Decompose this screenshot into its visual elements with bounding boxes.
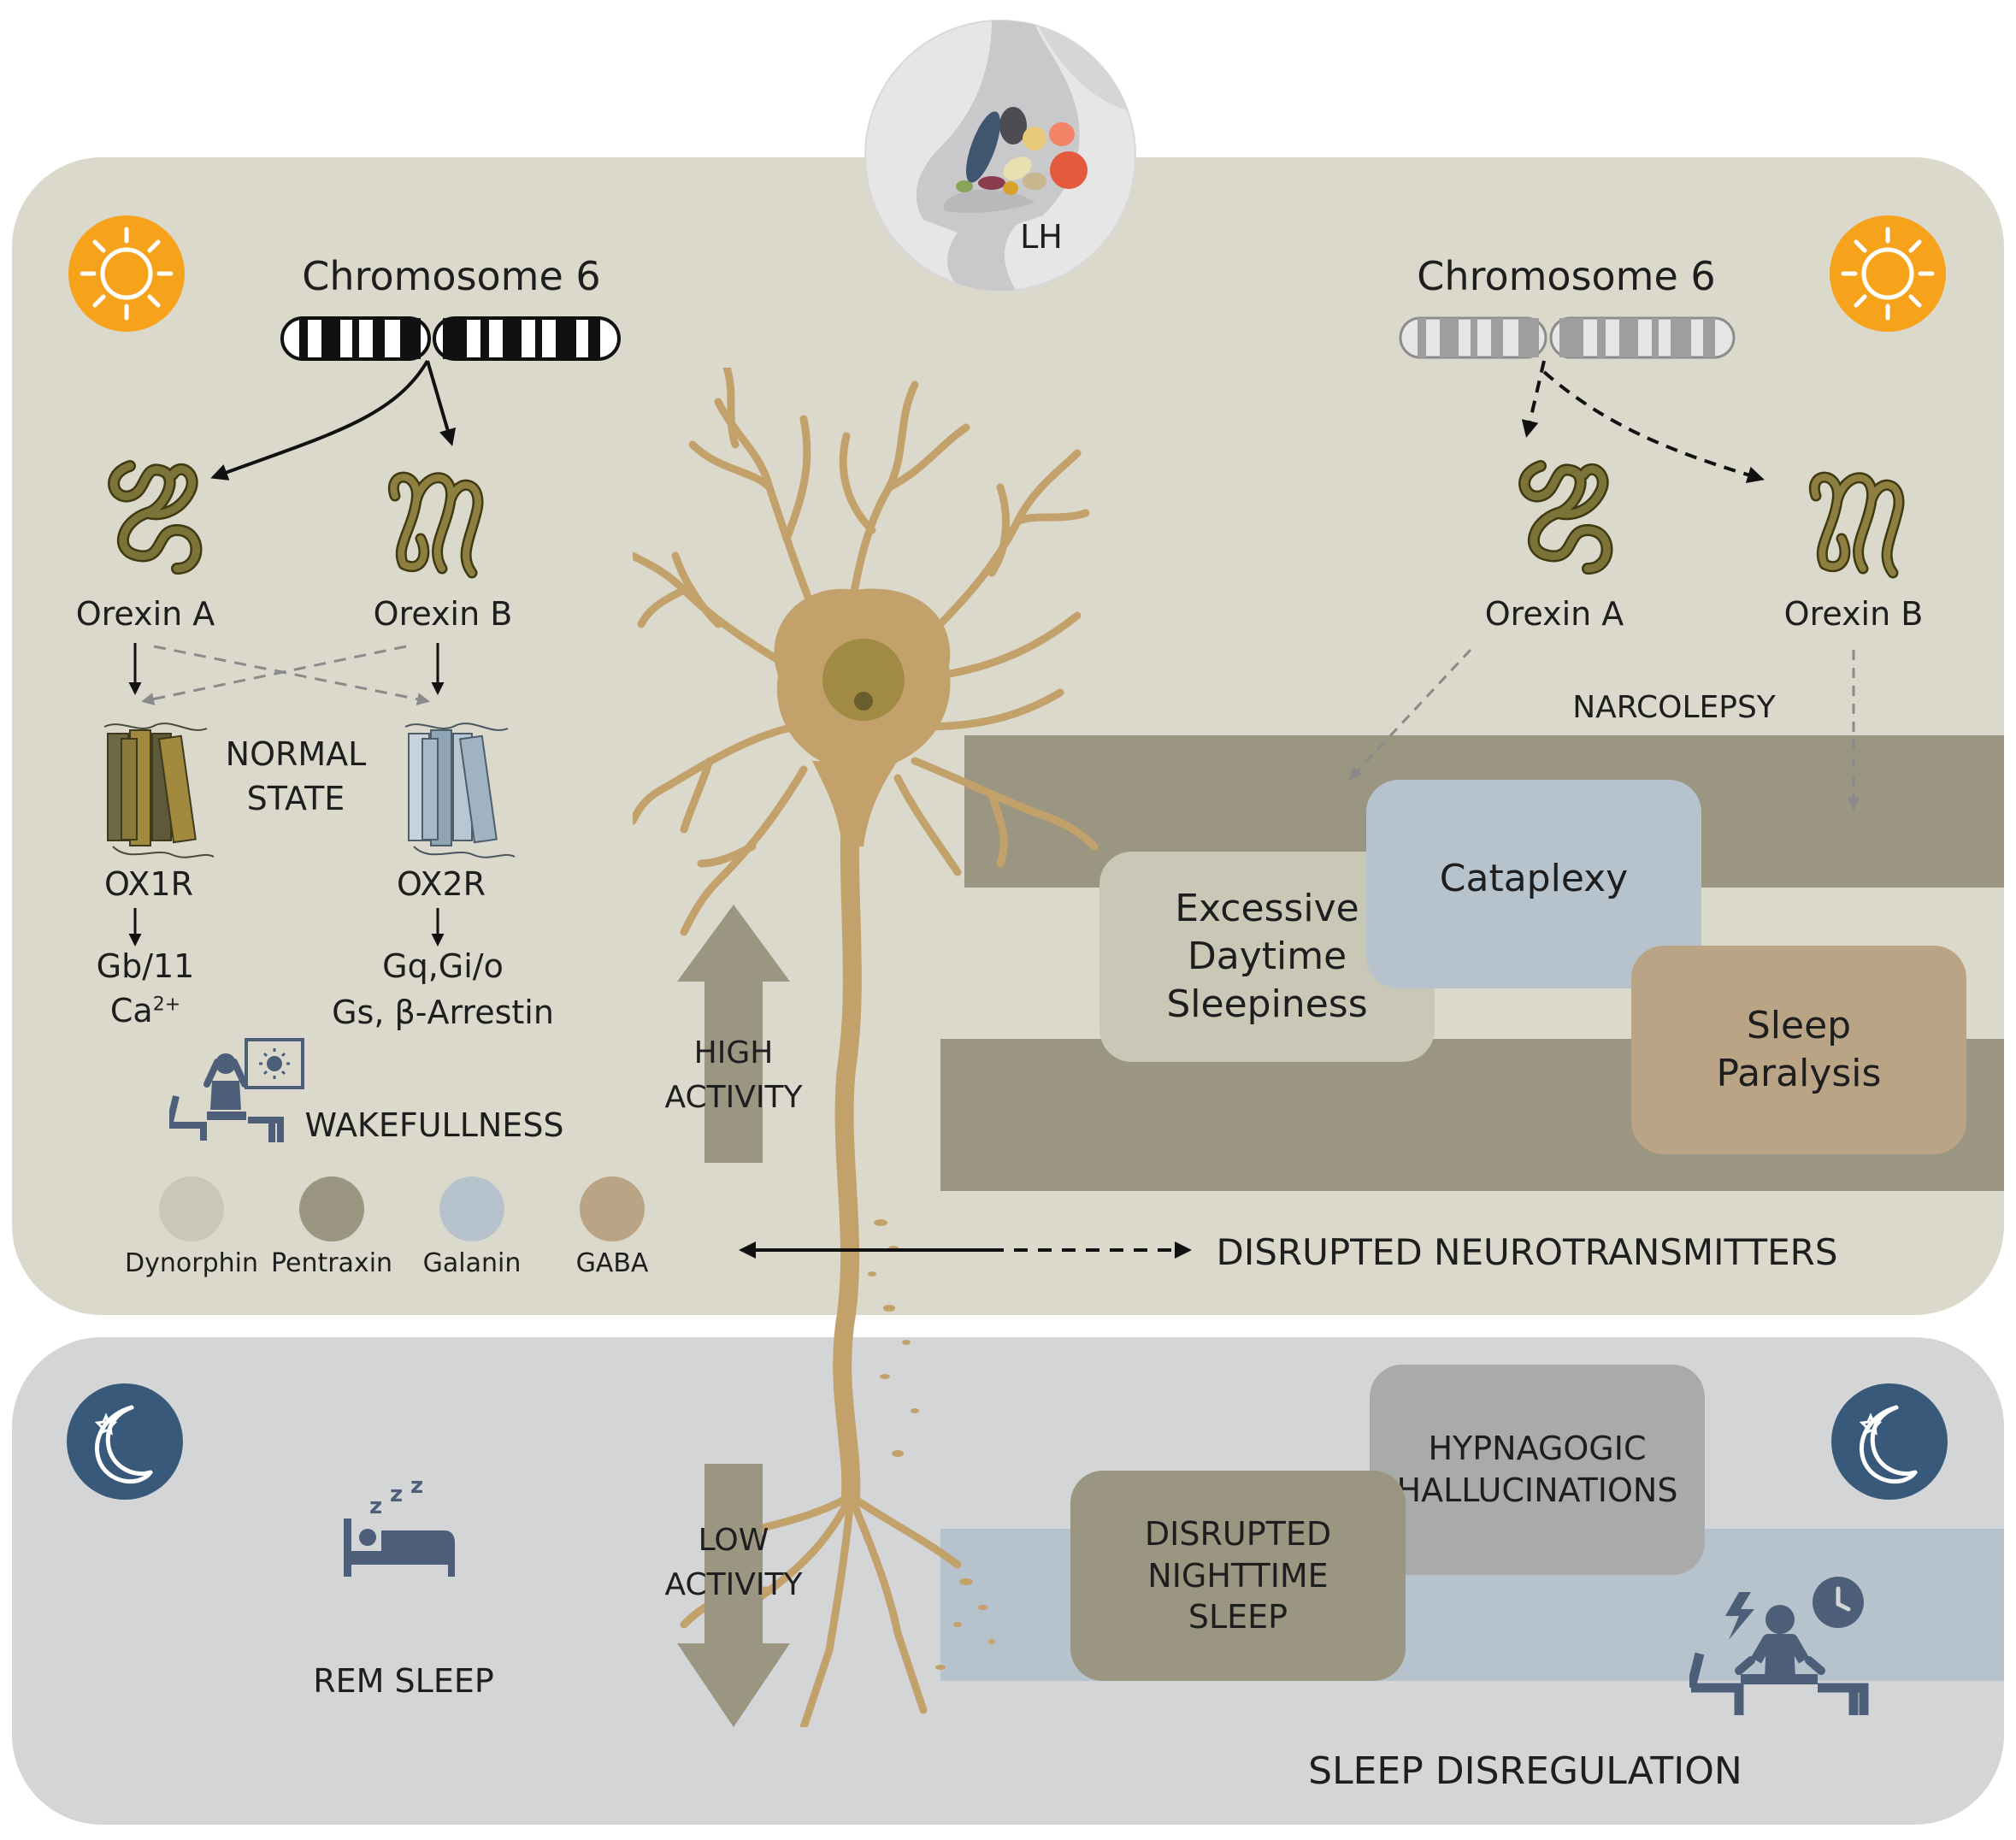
dns-line1: DISRUPTED xyxy=(1144,1515,1332,1554)
svg-text:z: z xyxy=(390,1482,403,1507)
moon-icon xyxy=(1830,1382,1949,1501)
ox2r-label: OX2R xyxy=(396,865,486,903)
tired-person-with-clock-icon xyxy=(1686,1575,1869,1720)
orexin-a-protein-icon xyxy=(1506,449,1626,577)
legend-label-dynorphin: Dynorphin xyxy=(125,1248,258,1278)
rem-sleep-label: REM SLEEP xyxy=(313,1662,494,1700)
orexin-b-protein-icon xyxy=(378,462,489,581)
legend-swatch-dynorphin xyxy=(159,1177,224,1241)
wakefulness-label: WAKEFULLNESS xyxy=(304,1106,564,1144)
high-activity-line1: HIGH xyxy=(693,1035,774,1070)
high-activity-line2: ACTIVITY xyxy=(664,1080,803,1115)
normal-state-label-line1: NORMAL xyxy=(225,735,367,773)
ox1r-signaling-line1: Gb/11 xyxy=(96,947,195,985)
eds-line3: Sleepiness xyxy=(1166,982,1368,1027)
legend-swatch-gaba xyxy=(580,1177,645,1241)
hh-line1: HYPNAGOGIC xyxy=(1428,1430,1647,1468)
orexin-a-protein-icon xyxy=(96,449,215,577)
sleep-disregulation-label: SLEEP DISREGULATION xyxy=(1308,1749,1742,1793)
ox2r-signaling-line1: Gq,Gi/o xyxy=(382,947,504,985)
cataplexy-label: Cataplexy xyxy=(1439,857,1629,900)
normal-chromosome-title: Chromosome 6 xyxy=(302,253,601,299)
lateral-hypothalamus-icon xyxy=(864,19,1137,292)
sp-line1: Sleep xyxy=(1746,1003,1852,1047)
low-activity-line1: LOW xyxy=(698,1523,769,1558)
ox2r-receptor-icon xyxy=(397,718,516,864)
normal-orexin-b-label: Orexin B xyxy=(373,595,513,633)
chromosome-6-icon xyxy=(280,316,622,361)
legend-label-galanin: Galanin xyxy=(422,1248,522,1278)
legend-label-pentraxin: Pentraxin xyxy=(270,1248,393,1278)
disrupted-neurotransmitters-label: DISRUPTED NEUROTRANSMITTERS xyxy=(1216,1231,1838,1273)
narcolepsy-orexin-b-label: Orexin B xyxy=(1783,595,1924,633)
svg-text:z: z xyxy=(369,1494,382,1519)
person-at-desk-icon xyxy=(166,1036,309,1146)
narcolepsy-chromosome-title: Chromosome 6 xyxy=(1417,253,1716,299)
sun-icon xyxy=(67,214,186,333)
calcium-base: Ca xyxy=(109,992,153,1029)
normal-orexin-a-label: Orexin A xyxy=(75,595,215,633)
ox1r-signaling-line2: Ca2+ xyxy=(110,992,180,1031)
normal-state-label-line2: STATE xyxy=(246,780,345,817)
dns-line3: SLEEP xyxy=(1188,1598,1288,1637)
ox1r-receptor-icon xyxy=(96,718,215,864)
chromosome-6-faded-icon xyxy=(1399,316,1737,359)
dns-line2: NIGHTTIME xyxy=(1147,1556,1329,1595)
moon-icon xyxy=(65,1382,185,1501)
eds-line1: Excessive xyxy=(1175,886,1359,930)
narcolepsy-orexin-a-label: Orexin A xyxy=(1484,595,1624,633)
legend-label-gaba: GABA xyxy=(575,1248,649,1278)
sleep-paralysis-box: Sleep Paralysis xyxy=(1631,946,1966,1154)
hh-line2: HALLUCINATIONS xyxy=(1396,1471,1678,1509)
sun-icon xyxy=(1828,214,1948,333)
legend-swatch-pentraxin xyxy=(299,1177,364,1241)
svg-text:z: z xyxy=(410,1481,423,1499)
calcium-charge: 2+ xyxy=(152,994,181,1016)
low-activity-line2: ACTIVITY xyxy=(664,1567,803,1602)
eds-line2: Daytime xyxy=(1187,934,1347,978)
sp-line2: Paralysis xyxy=(1716,1052,1882,1095)
orexin-b-protein-icon xyxy=(1799,462,1910,581)
disrupted-nighttime-sleep-box: DISRUPTED NIGHTTIME SLEEP xyxy=(1070,1471,1406,1681)
ox1r-label: OX1R xyxy=(103,865,194,903)
sleeping-in-bed-icon: z z z xyxy=(342,1473,458,1578)
lh-label: LH xyxy=(1020,218,1063,256)
hypnagogic-hallucinations-box: HYPNAGOGIC HALLUCINATIONS xyxy=(1370,1365,1705,1575)
ox2r-signaling-line2: Gs, β-Arrestin xyxy=(332,994,554,1031)
narcolepsy-label: NARCOLEPSY xyxy=(1572,690,1776,725)
legend-swatch-galanin xyxy=(439,1177,504,1241)
